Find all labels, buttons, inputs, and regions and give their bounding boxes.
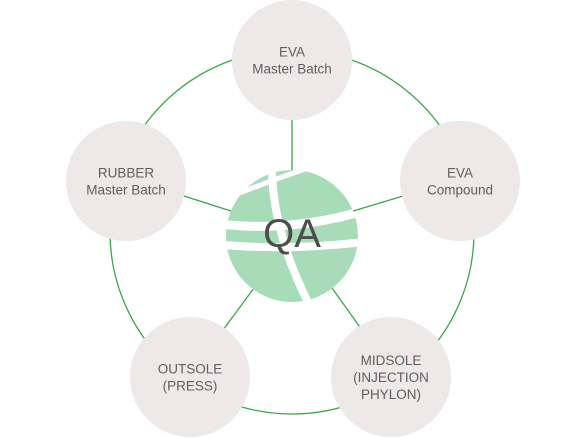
qa-globe: QA	[226, 170, 358, 302]
globe-body	[226, 170, 358, 302]
spoke-midsole	[331, 287, 363, 331]
node-outsole: OUTSOLE (PRESS)	[130, 317, 250, 437]
node-label-line: (INJECTION	[353, 370, 429, 385]
node-label-line: (PRESS)	[163, 379, 218, 394]
node-label-line: OUTSOLE	[158, 362, 223, 377]
node-circle	[232, 0, 352, 120]
node-circle	[66, 121, 186, 241]
node-circle	[130, 317, 250, 437]
node-label-line: Master Batch	[86, 183, 166, 198]
spokes	[183, 118, 404, 331]
node-circle	[331, 317, 451, 437]
node-label-line: EVA	[447, 166, 473, 181]
node-label-line: Master Batch	[252, 62, 332, 77]
qa-label: QA	[263, 212, 321, 256]
node-label-line: RUBBER	[98, 166, 155, 181]
node-label-line: PHYLON)	[361, 387, 421, 402]
node-eva-master-batch: EVA Master Batch	[232, 0, 352, 120]
node-label-line: MIDSOLE	[361, 353, 422, 368]
node-label-line: Compound	[427, 183, 493, 198]
node-rubber-master-batch: RUBBER Master Batch	[66, 121, 186, 241]
node-circle	[400, 121, 520, 241]
spoke-outsole	[222, 287, 255, 331]
node-label-line: EVA	[279, 45, 305, 60]
spoke-rubber-master-batch	[183, 195, 235, 213]
spoke-eva-compound	[349, 195, 404, 213]
node-midsole: MIDSOLE (INJECTION PHYLON)	[331, 317, 451, 437]
node-eva-compound: EVA Compound	[400, 121, 520, 241]
